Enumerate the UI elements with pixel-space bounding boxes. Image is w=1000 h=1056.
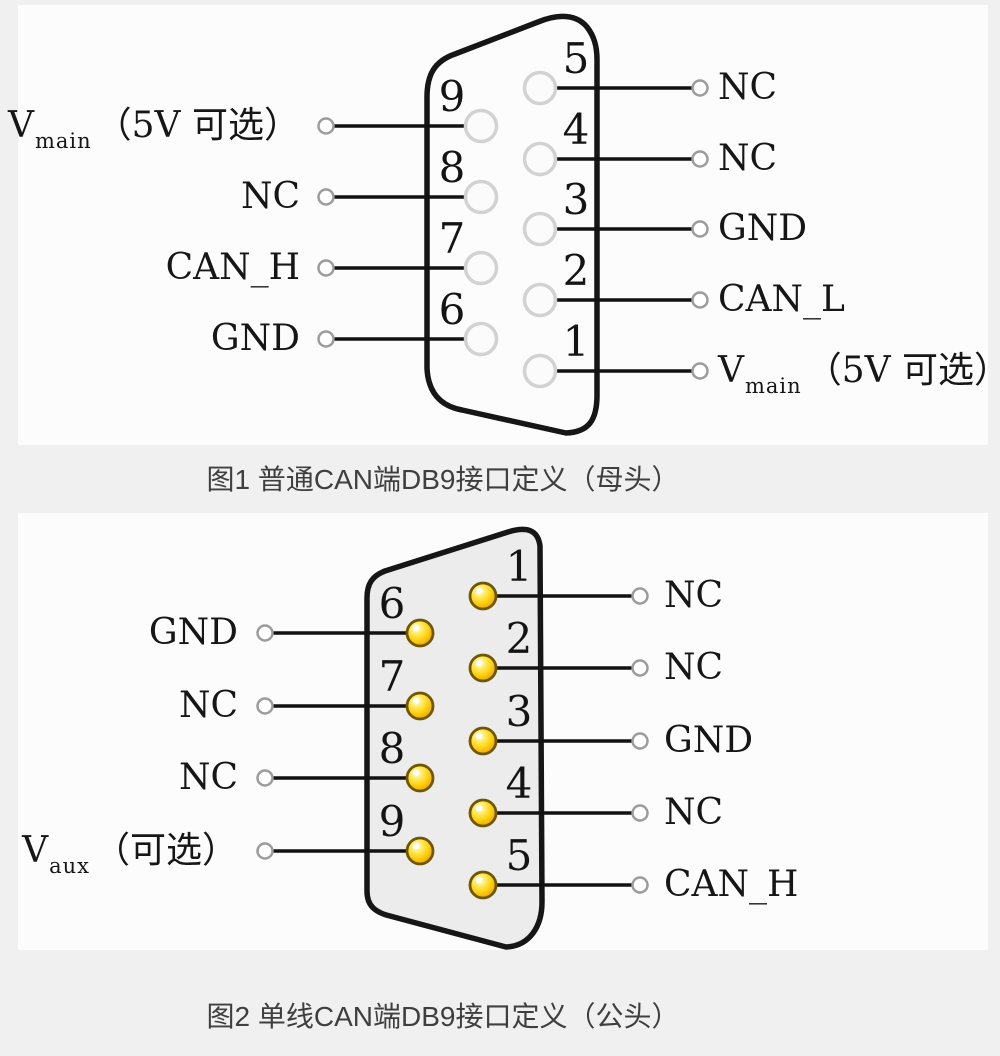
pin-label: NC <box>178 685 238 726</box>
pin-number: 3 <box>562 175 590 224</box>
wire-endpoint <box>317 330 335 348</box>
wire-endpoint <box>256 842 274 860</box>
wire-endpoint <box>691 220 709 238</box>
pin-number: 1 <box>505 542 533 591</box>
pin-label: GND <box>718 208 808 249</box>
pin-number: 5 <box>562 34 590 83</box>
pin-socket <box>463 108 499 144</box>
wire-endpoint <box>691 291 709 309</box>
pin-contact <box>468 653 498 683</box>
wire-endpoint <box>317 117 335 135</box>
voltage-note: （可选） <box>93 830 238 871</box>
wire-endpoint <box>317 259 335 277</box>
pin-highlight <box>475 876 483 884</box>
figure2-caption: 图2 单线CAN端DB9接口定义（公头） <box>206 1001 680 1032</box>
pin-highlight <box>412 769 420 777</box>
pin-highlight <box>412 842 420 850</box>
pin-label: NC <box>240 176 300 217</box>
pin-highlight <box>412 697 420 705</box>
pin-highlight <box>475 659 483 667</box>
voltage-symbol: V <box>718 350 744 391</box>
pin-number: 5 <box>505 831 533 880</box>
wire-endpoint <box>631 587 649 605</box>
pin-label: GND <box>210 318 300 359</box>
voltage-subscript: aux <box>49 854 90 878</box>
pin-label: NC <box>664 647 724 688</box>
pin-socket <box>463 250 499 286</box>
pin-number: 6 <box>438 285 466 334</box>
pin-socket <box>522 211 558 247</box>
pin-highlight <box>412 624 420 632</box>
pin-number: 7 <box>438 214 466 263</box>
pin-highlight <box>475 804 483 812</box>
wire-endpoint <box>256 697 274 715</box>
voltage-note: （5V 可选） <box>805 350 1000 391</box>
pin-label: NC <box>664 575 724 616</box>
pin-socket <box>522 70 558 106</box>
pin-number: 7 <box>378 652 406 701</box>
voltage-subscript: main <box>34 129 92 153</box>
pin-label: NC <box>718 138 778 179</box>
voltage-symbol: V <box>22 830 49 871</box>
voltage-note: （5V 可选） <box>95 105 300 146</box>
pin-contact <box>405 691 435 721</box>
pin-number: 2 <box>505 614 533 663</box>
pin-label: GND <box>664 720 754 761</box>
pin-number: 9 <box>378 797 406 846</box>
wire-endpoint <box>631 659 649 677</box>
pin-label: GND <box>148 612 238 653</box>
pin-number: 4 <box>562 105 590 154</box>
pin-contact <box>468 726 498 756</box>
pin-socket <box>463 321 499 357</box>
pin-label: CAN_L <box>718 279 845 320</box>
wire-endpoint <box>691 79 709 97</box>
wire-endpoint <box>631 804 649 822</box>
pin-label: Vmain（5V 可选） <box>7 105 300 152</box>
pin-label: Vmain（5V 可选） <box>718 350 1000 397</box>
wire-endpoint <box>631 732 649 750</box>
pin-contact <box>405 618 435 648</box>
pin-number: 6 <box>378 579 406 628</box>
pin-contact <box>468 581 498 611</box>
pin-number: 3 <box>505 687 533 736</box>
pin-contact <box>405 763 435 793</box>
wire-endpoint <box>691 362 709 380</box>
pin-contact <box>468 798 498 828</box>
pin-socket <box>522 141 558 177</box>
voltage-symbol: V <box>7 105 34 146</box>
pin-number: 8 <box>438 143 466 192</box>
pin-socket <box>463 179 499 215</box>
pin-number: 8 <box>378 724 406 773</box>
pin-number: 2 <box>562 246 590 295</box>
wire-endpoint <box>691 150 709 168</box>
pin-number: 4 <box>505 759 533 808</box>
pin-contact <box>405 836 435 866</box>
pin-contact <box>468 870 498 900</box>
figure1-caption: 图1 普通CAN端DB9接口定义（母头） <box>206 464 680 495</box>
voltage-subscript: main <box>745 374 802 398</box>
wire-endpoint <box>631 876 649 894</box>
wire-endpoint <box>317 188 335 206</box>
pin-label: CAN_H <box>165 247 300 288</box>
pin-label: NC <box>718 67 778 108</box>
wire-endpoint <box>256 769 274 787</box>
pin-label: NC <box>664 792 724 833</box>
pin-label: NC <box>178 757 238 798</box>
pin-label: CAN_H <box>664 864 799 905</box>
pin-label: Vaux（可选） <box>22 830 238 877</box>
pin-number: 1 <box>562 317 590 366</box>
pin-socket <box>522 353 558 389</box>
pin-number: 9 <box>438 72 466 121</box>
pin-highlight <box>475 732 483 740</box>
pin-highlight <box>475 587 483 595</box>
pin-socket <box>522 282 558 318</box>
wire-endpoint <box>256 624 274 642</box>
